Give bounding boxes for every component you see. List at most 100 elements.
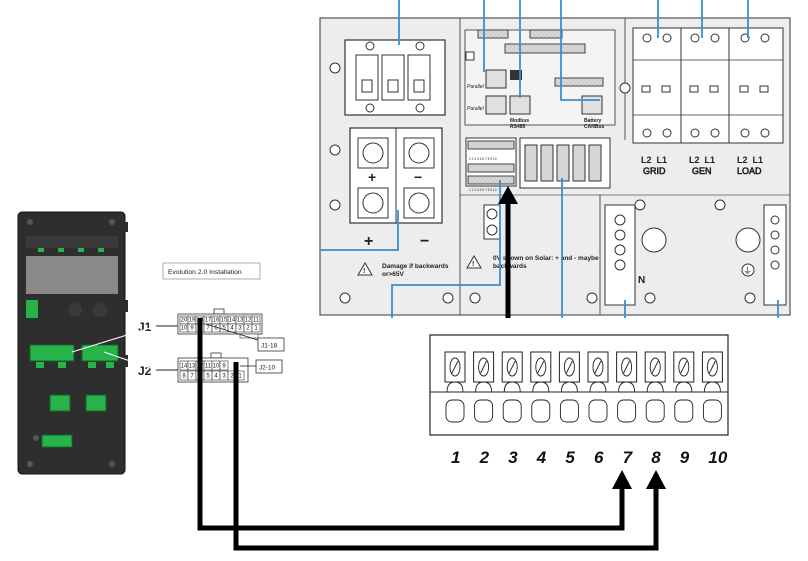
j1-top-pin-20: 20 [181,318,188,324]
terminal-4-clamp [532,381,550,393]
j1-bottom-pin-7: 7 [206,326,210,332]
j1-bottom-pin-2: 2 [246,326,250,332]
terminal-10-wire-entry [702,399,722,423]
j1-pin-callout: J1-18 [261,343,278,350]
dc-disconnect-switch [344,39,446,116]
terminal-4-wire-entry [531,399,551,423]
terminal-number-8: 8 [651,448,661,467]
terminal-5-clamp [560,381,578,393]
terminal-5-wire-entry [559,399,579,423]
j1-bottom-cell [251,323,261,333]
terminal-number-9: 9 [680,448,690,467]
modbus-label-line2: RS485 [510,124,526,130]
load-label: LOAD [737,166,762,176]
terminal-number-3: 3 [508,448,518,467]
warning-damage: ! Damage if backwards or>65V [357,262,450,278]
j1-bottom-pin-4: 4 [230,326,234,332]
j2-top-pin-13: 13 [189,364,196,370]
terminal-3-wire-entry [502,399,522,423]
terminal-7-wire-entry [617,399,637,423]
parallel-label-1: Parallel [467,84,485,90]
j1-top-pin-13: 13 [237,318,244,324]
arrowhead-inverter [498,186,518,204]
modbus-label: Modbus RS485 [510,118,531,130]
terminal-number-1: 1 [451,448,460,467]
j1-bottom-pin-9: 9 [190,326,194,332]
wire-j1-18-to-terminal-7 [197,318,625,531]
j2-top-pin-14: 14 [181,364,188,370]
wire-j2-10-to-terminal-8 [233,362,659,551]
terminal-3-clamp [503,381,521,393]
warning-damage-line1: Damage if backwards [382,263,449,270]
terminal-6-clamp [589,381,607,393]
terminal-number-6: 6 [594,448,604,467]
terminal-6-screw-slot [594,360,602,374]
grid-label: GRID [643,166,666,176]
terminal-10-screw-slot [708,360,716,374]
j1-top-pin-15: 15 [221,318,228,324]
strip-small-numbers-top: 1 2 3 4 5 6 7 8 9 10 [469,157,497,161]
j2-bottom-pin-4: 4 [214,374,218,380]
evolution-device [17,211,128,475]
gen-label: GEN [692,166,712,176]
wires [197,200,659,551]
terminal-2-wire-entry [474,399,494,423]
battery-label-line1: Battery [584,118,601,124]
terminal-9-clamp [675,381,693,393]
j1-top-pin-11: 11 [253,318,260,324]
mounting-screws-small [483,204,501,240]
grid-phases: L2 L1 [641,155,667,165]
callout-lines [320,0,779,318]
svg-text:!: ! [363,268,365,275]
j2-bottom-pin-2: 2 [230,374,234,380]
strip-small-numbers-bottom: 1 2 3 4 5 6 7 8 9 10 [469,188,497,192]
j1-bottom-pin-1: 1 [254,326,258,332]
warning-damage-line2: or>65V [382,271,405,278]
j1-bottom-pin-6: 6 [214,326,218,332]
connector-labels: J1 J2 [71,320,178,378]
j2-bottom-pin-7: 7 [190,374,194,380]
terminal-10-clamp [703,381,721,393]
battery-label-line2: CANBus [584,124,604,130]
gen-phases: L2 L1 [689,155,715,165]
terminal-2-clamp [475,381,493,393]
ground-symbol: ⏚ [743,266,752,276]
terminal-7-screw-slot [623,360,631,374]
j1-bottom-pin-5: 5 [222,326,226,332]
load-phases: L2 L1 [737,155,763,165]
neutral-label: N [638,275,645,286]
terminal-1-clamp [446,381,464,393]
j2-pin-callout: J2-10 [259,365,276,372]
terminal-8-screw-slot [651,360,659,374]
j1-bottom-pin-3: 3 [238,326,242,332]
pv-plus-bottom-label: + [364,233,373,250]
arrowhead-terminal-7 [612,470,632,489]
j2-top-pin-10: 10 [213,364,220,370]
j1-label: J1 [138,320,152,334]
modbus-label-line1: Modbus [510,118,529,124]
evolution-title: Evolution 2.0 Installation [168,269,242,276]
rj45-ports [485,69,603,115]
terminal-number-7: 7 [623,448,634,467]
j2-top-pin-9: 9 [222,364,226,370]
evolution-title-box: Evolution 2.0 Installation [162,262,261,280]
ground-bar: ⏚ [735,204,787,306]
pv-minus-label: − [414,169,422,185]
terminal-9-wire-entry [674,399,694,423]
terminal-4-screw-slot [537,360,545,374]
j1-top-pin-14: 14 [229,318,236,324]
terminal-2-screw-slot [480,360,488,374]
terminal-1-screw-slot [451,360,459,374]
j2-bottom-pin-1: 1 [238,374,242,380]
j1-top-pin-19: 19 [189,318,196,324]
j2-bottom-pin-8: 8 [182,374,186,380]
j1-top-pin-17: 17 [205,318,212,324]
terminal-number-5: 5 [565,448,575,467]
warning-damage-text: Damage if backwards or>65V [382,263,450,278]
j2-bottom-pin-5: 5 [206,374,210,380]
warning-solar-line1: 0V shown on Solar: + and - maybe [493,255,599,262]
